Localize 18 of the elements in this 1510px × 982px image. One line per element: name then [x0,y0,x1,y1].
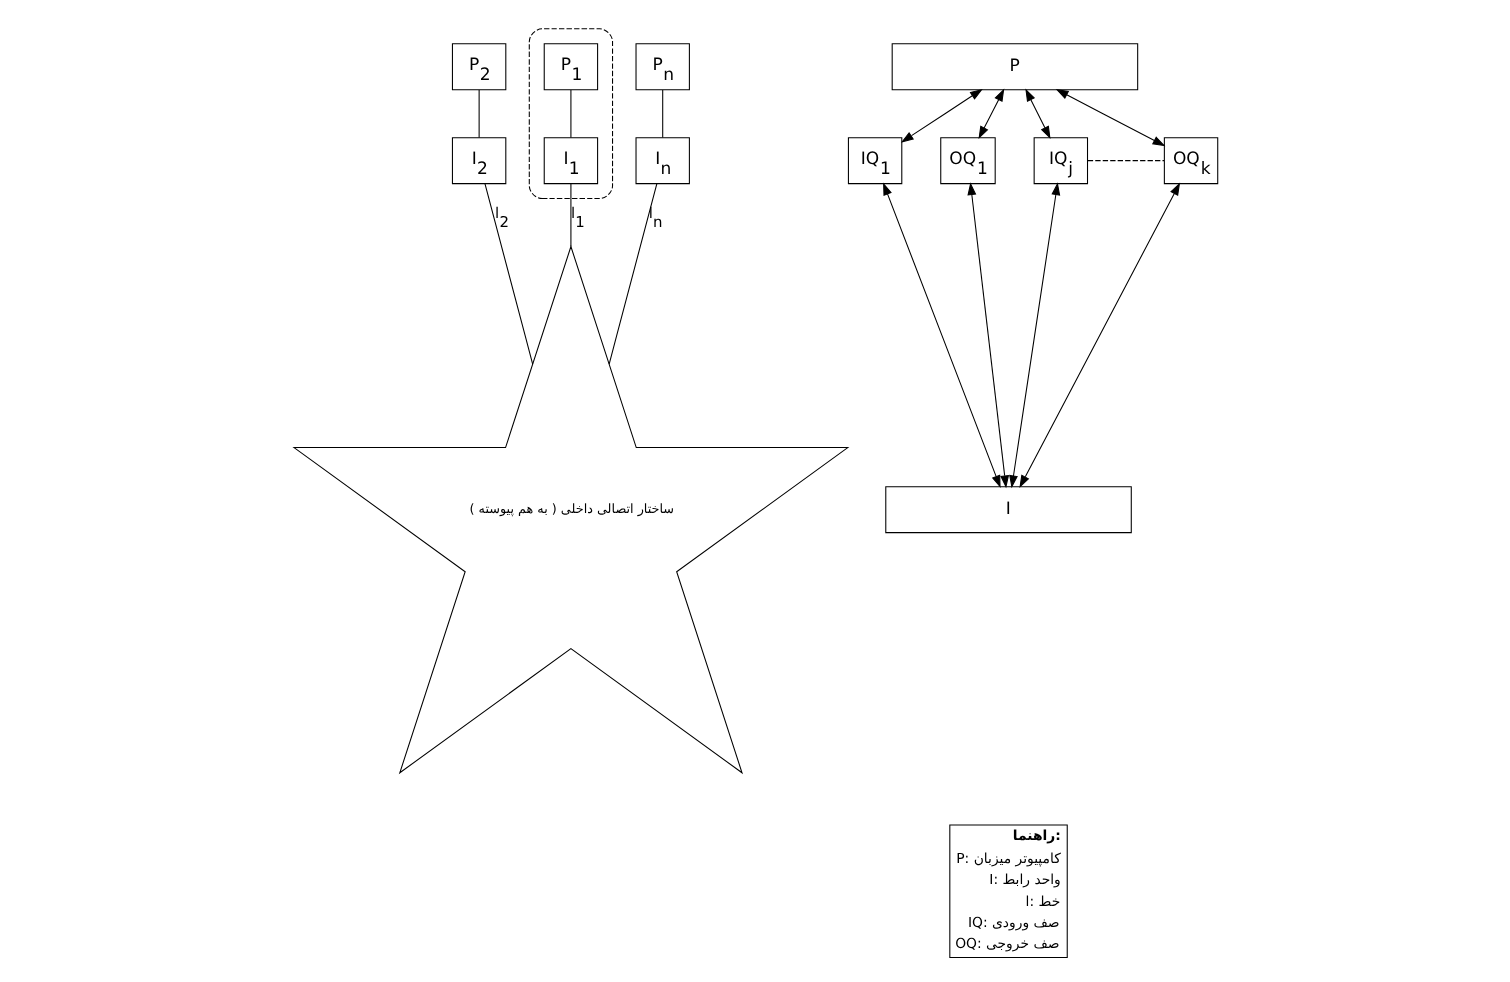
arrow [1018,182,1180,488]
arrow [1024,88,1050,139]
connector [483,183,533,365]
arrow [1008,182,1060,489]
connector [661,89,663,139]
arrow [977,88,1004,139]
connector [607,183,657,365]
arrow [882,182,1000,489]
arrow [1054,89,1165,147]
connector [477,89,479,139]
arrow [899,88,982,143]
cluster [527,28,613,200]
node-box: P [890,43,1138,91]
connector [1086,160,1164,162]
connector [569,89,571,139]
node-box: I [884,486,1131,534]
arrow [966,182,1009,489]
connector [569,183,571,247]
